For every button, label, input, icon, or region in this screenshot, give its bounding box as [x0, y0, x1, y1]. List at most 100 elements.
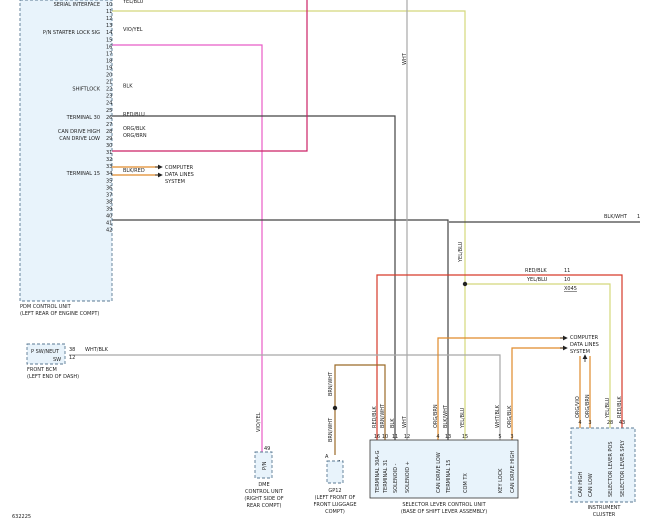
selector-terminal-3: CAN DRIVE HIGH — [510, 451, 516, 493]
wire-yel-blu-pin10 — [112, 10, 466, 455]
pdm-signal-28: CAN DRIVE HIGH — [58, 129, 100, 135]
pdm-pin-30: 30 — [106, 143, 112, 149]
wire-vio-yel-pin14 — [112, 44, 263, 455]
selector-pin-11: 11 — [392, 434, 398, 440]
selector-wire-5: WHT/BLK — [495, 404, 501, 428]
pdm-pin-38: 38 — [106, 199, 112, 205]
pdm-signal-14: P/N STARTER LOCK SIG — [43, 30, 100, 36]
pdm-pin-24: 24 — [106, 101, 112, 107]
front-bcm-label-line2: (LEFT END OF DASH) — [27, 374, 79, 380]
selector-pin-16: 16 — [374, 434, 380, 440]
cluster-terminal-4: CAN HIGH — [578, 472, 584, 497]
cluster-terminal-28: SELECTOR LEVER POS — [608, 441, 614, 497]
pdm-pin-28: 28 — [106, 129, 112, 135]
selector-label-line1: SELECTOR LEVER CONTROL UNIT — [402, 502, 486, 508]
pdm-wire-label-22: BLK — [123, 84, 133, 90]
dme-label-line3: (RIGHT SIDE OF — [244, 496, 283, 502]
wire-blk-pin22 — [112, 115, 396, 440]
label-yel-blu: YEL/BLU — [526, 277, 548, 283]
dme-pin: 49 — [264, 446, 270, 452]
front-bcm-pin-12: 12 — [69, 355, 75, 361]
cluster-wire-4: ORG/VIO — [575, 396, 581, 418]
data-lines-1-line1: COMPUTER — [165, 165, 194, 171]
data-lines-1-line3: SYSTEM — [165, 179, 185, 185]
pdm-pin-33: 33 — [106, 164, 112, 170]
pdm-pin-39: 39 — [106, 206, 112, 212]
pdm-signal-34: TERMINAL 15 — [66, 171, 100, 177]
selector-label-line2: (BASE OF SHIFT LEVER ASSEMBLY) — [401, 509, 487, 515]
pdm-pin-36: 36 — [106, 185, 112, 191]
pdm-control-unit-box — [19, 0, 113, 302]
pdm-pin-29: 29 — [106, 136, 112, 142]
data-lines-2-line3: SYSTEM — [570, 349, 590, 355]
data-lines-2-line2: DATA LINES — [570, 342, 599, 348]
pdm-pin-20: 20 — [106, 73, 112, 79]
cluster-label-line2: CLUSTER — [593, 512, 616, 518]
pdm-pin-14: 14 — [106, 30, 112, 36]
pdm-pin-numbers: 1011121314151617181920212223242526272829… — [106, 2, 112, 234]
gp12-wire-top: BRN/WHT — [328, 371, 334, 396]
selector-pin-5: 5 — [498, 434, 501, 440]
front-bcm-label-line1: FRONT BCM — [27, 367, 57, 373]
wire-org-blk-selector — [511, 347, 563, 440]
pdm-pin-22: 22 — [106, 87, 112, 93]
selector-wire-11: BLK — [390, 418, 396, 428]
pdm-pin-23: 23 — [106, 94, 112, 100]
gp12-pin-a: A — [325, 454, 329, 460]
selector-terminal-10: TERMINAL 31 — [383, 460, 389, 494]
splice-brn-wht — [332, 405, 338, 411]
selector-wire-3: ORG/BLK — [507, 405, 513, 428]
dme-label-line1: DME — [258, 482, 269, 488]
pdm-pin-13: 13 — [106, 23, 112, 29]
selector-wire-10: BRN/WHT — [380, 403, 386, 428]
pin-wht-top: 1 — [637, 214, 640, 220]
pdm-wire-label-29: ORG/BRN — [123, 133, 147, 139]
cluster-terminal-43: SELECTOR LEVER SPLY — [620, 439, 626, 497]
pdm-pin-15: 15 — [106, 37, 112, 43]
front-bcm-pin-38: 38 — [69, 347, 75, 353]
selector-pin-15: 15 — [462, 434, 468, 440]
pdm-pin-17: 17 — [106, 51, 112, 57]
wire-yel-blu-right — [465, 283, 611, 440]
gp12-wire-bottom: BRN/WHT — [328, 417, 334, 442]
pdm-pin-32: 32 — [106, 157, 112, 163]
pdm-wire-label-28: ORG/BLK — [123, 126, 146, 132]
cluster-pin-28: 28 — [607, 420, 613, 426]
wire-red-blk — [376, 274, 623, 440]
cluster-pin-43: 43 — [619, 420, 625, 426]
gp12-label-line2: (LEFT FRONT OF — [315, 495, 356, 501]
dme-label-line4: REAR COMPT) — [247, 503, 282, 509]
pdm-wire-label-10: YEL/BLU — [122, 0, 144, 5]
front-bcm-box-line2: SW — [53, 357, 61, 363]
pdm-label-line1: PDM CONTROL UNIT — [20, 304, 72, 310]
selector-wire-13: BLK/WHT — [443, 404, 449, 428]
selector-pin-4: 4 — [436, 434, 439, 440]
pdm-label-line2: (LEFT REAR OF ENGINE COMPT) — [20, 311, 99, 317]
gp12-label-line4: COMPT) — [325, 509, 345, 515]
cluster-terminal-3: CAN LOW — [588, 473, 594, 497]
pdm-pin-42: 42 — [106, 228, 112, 234]
selector-terminal-4: CAN DRIVE LOW — [436, 452, 442, 493]
selector-terminal-16: TERMINAL 30A-G — [375, 450, 381, 494]
selector-terminal-12: SOLENOID + — [405, 461, 411, 493]
cluster-wire-43: RED/BLK — [617, 396, 623, 418]
splice-yel-blu — [462, 281, 468, 287]
selector-wire-15: YEL/BLU — [460, 407, 466, 429]
pdm-pin-35: 35 — [106, 178, 112, 184]
pdm-pin-18: 18 — [106, 58, 112, 64]
data-lines-2-line1: COMPUTER — [570, 335, 599, 341]
selector-wire-16: RED/BLK — [372, 406, 378, 428]
pdm-pin-37: 37 — [106, 192, 112, 198]
pdm-pin-11: 11 — [106, 9, 112, 15]
selector-pin-10: 10 — [382, 434, 388, 440]
pdm-pin-40: 40 — [106, 214, 112, 220]
label-yel-blu-vertical: YEL/BLU — [458, 241, 464, 263]
selector-wire-12: WHT — [402, 415, 408, 428]
dme-terminal: P/N — [262, 461, 268, 470]
wire-blk-red-pin34 — [112, 219, 449, 440]
pdm-pin-27: 27 — [106, 122, 112, 128]
pdm-pin-34: 34 — [106, 171, 112, 177]
